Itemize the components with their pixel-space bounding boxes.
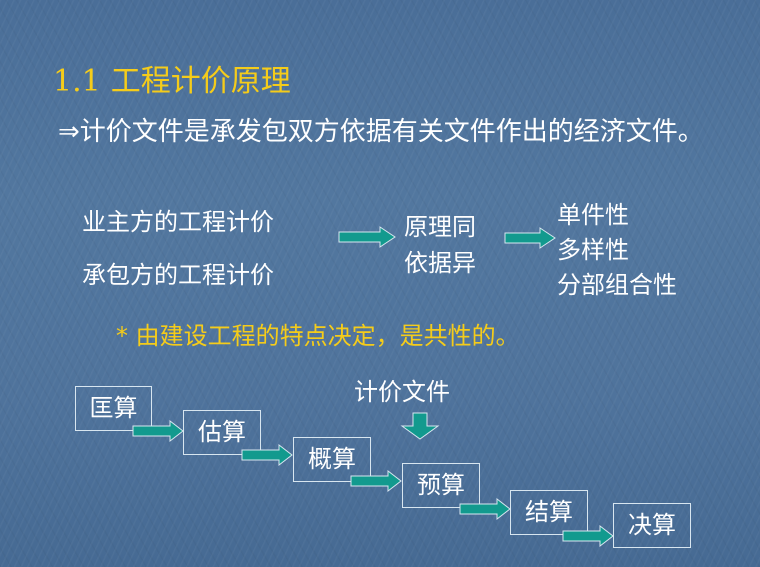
- stage-box-rough-estimate: 匡算: [75, 386, 152, 431]
- contractor-pricing-label: 承包方的工程计价: [82, 261, 274, 289]
- arrow-right-icon: [132, 420, 184, 442]
- characteristic-diversity: 多样性: [557, 236, 629, 264]
- principle-same-label: 原理同: [404, 213, 476, 241]
- arrow-right-icon: [504, 227, 556, 249]
- owner-pricing-label: 业主方的工程计价: [82, 208, 274, 236]
- stage-box-estimate: 估算: [183, 410, 261, 455]
- arrow-right-icon: [241, 444, 293, 466]
- stage-box-settlement: 结算: [510, 490, 588, 535]
- title-number: 1.1: [53, 64, 101, 99]
- slide-title: 1.1 工程计价原理: [53, 56, 291, 100]
- arrow-right-icon: [459, 498, 511, 520]
- pricing-document-label: 计价文件: [354, 378, 450, 406]
- characteristic-uniqueness: 单件性: [557, 201, 629, 229]
- arrow-right-icon: [338, 226, 396, 248]
- title-text: 工程计价原理: [110, 64, 291, 99]
- note-text: * 由建设工程的特点决定，是共性的。: [116, 322, 520, 350]
- characteristic-composition: 分部组合性: [557, 271, 677, 299]
- basis-different-label: 依据异: [404, 249, 476, 277]
- arrow-right-icon: [562, 525, 614, 547]
- arrow-down-icon: [400, 412, 440, 440]
- definition-paragraph: ⇒计价文件是承发包双方依据有关文件作出的经济文件。: [58, 117, 704, 147]
- stage-box-final-accounts: 决算: [613, 503, 691, 548]
- stage-box-preliminary-budget: 概算: [293, 437, 371, 482]
- arrow-right-icon: [350, 470, 402, 492]
- stage-box-budget: 预算: [402, 463, 480, 508]
